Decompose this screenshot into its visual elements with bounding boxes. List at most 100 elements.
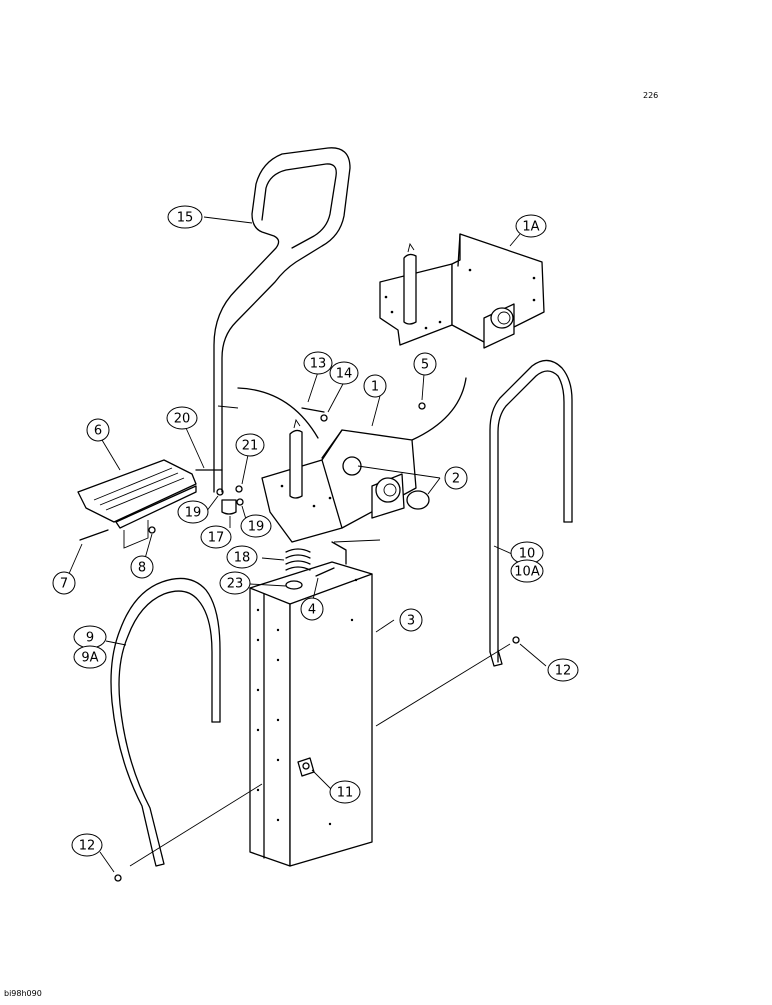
callout-9: 9 — [73, 625, 107, 649]
washer-part-23 — [285, 580, 303, 590]
callout-7: 7 — [52, 571, 76, 595]
callout-14: 14 — [329, 361, 359, 385]
callout-text: 11 — [337, 786, 354, 801]
callout-10A: 10A — [510, 559, 544, 583]
callout-12b: 12 — [71, 833, 103, 857]
callout-text: 10A — [514, 565, 540, 580]
callout-bubble — [130, 555, 154, 579]
bolt-part-13 — [301, 407, 325, 413]
callout-bubble — [167, 205, 203, 229]
callout-bubble — [300, 597, 324, 621]
wire-right — [411, 377, 467, 441]
callout-bubble — [226, 545, 258, 569]
wire-left — [237, 387, 319, 439]
callout-text: 14 — [336, 367, 353, 382]
callout-13: 13 — [303, 351, 333, 375]
callout-2: 2 — [444, 466, 468, 490]
callout-bubble — [329, 780, 361, 804]
callout-text: 12 — [79, 839, 96, 854]
callout-19a: 19 — [177, 500, 209, 524]
callout-text: 23 — [227, 577, 244, 592]
callout-text: 5 — [421, 358, 429, 373]
callout-text: 13 — [310, 357, 327, 372]
callout-text: 7 — [60, 577, 68, 592]
bolt-part-4 — [315, 567, 335, 577]
callout-text: 12 — [555, 664, 572, 679]
cap-part-2 — [342, 456, 430, 510]
callout-bubble — [166, 406, 198, 430]
bushing-part-17 — [221, 499, 237, 515]
callout-text: 15 — [177, 211, 194, 226]
callout-text: 18 — [234, 551, 251, 566]
callout-10: 10 — [510, 541, 544, 565]
callout-bubble — [510, 559, 544, 583]
callout-bubble — [399, 608, 423, 632]
callout-bubble — [363, 374, 387, 398]
callout-bubble — [515, 214, 547, 238]
grab-handle-part-15 — [213, 147, 351, 493]
callout-bubble — [235, 433, 265, 457]
callout-1: 1 — [363, 374, 387, 398]
spring-part-18 — [285, 548, 311, 571]
callout-text: 4 — [308, 603, 316, 618]
callout-6: 6 — [86, 418, 110, 442]
callout-text: 17 — [208, 531, 225, 546]
hardware — [79, 402, 520, 882]
callout-bubble — [200, 525, 232, 549]
callout-5: 5 — [413, 352, 437, 376]
callout-bubble — [219, 571, 251, 595]
callout-text: 10 — [519, 547, 536, 562]
left-rail-part-9 — [110, 577, 221, 867]
callout-17: 17 — [200, 525, 232, 549]
callout-text: 8 — [138, 561, 146, 576]
washer-part-19a — [216, 488, 224, 496]
drawing-code-top: 226 — [643, 91, 658, 100]
callout-20: 20 — [166, 406, 198, 430]
callout-text: 1 — [371, 380, 379, 395]
callout-bubble — [240, 514, 272, 538]
callout-text: 20 — [174, 412, 191, 427]
callout-bubble — [86, 418, 110, 442]
callout-text: 2 — [452, 472, 460, 487]
callout-1A: 1A — [515, 214, 547, 238]
callout-text: 9 — [86, 631, 94, 646]
assembly-lines — [129, 405, 511, 867]
drawing-code-corner: bi98h090 — [4, 989, 42, 998]
callout-19b: 19 — [240, 514, 272, 538]
callout-11: 11 — [329, 780, 361, 804]
washer-part-14 — [320, 414, 328, 422]
callout-bubble — [329, 361, 359, 385]
callout-text: 9A — [81, 651, 98, 666]
bolt-part-7 — [79, 529, 109, 541]
callout-4: 4 — [300, 597, 324, 621]
washer-part-19b — [236, 498, 244, 506]
callout-bubble — [413, 352, 437, 376]
callout-8: 8 — [130, 555, 154, 579]
callout-21: 21 — [235, 433, 265, 457]
callout-18: 18 — [226, 545, 258, 569]
column-holes — [256, 578, 358, 826]
callout-text: 21 — [242, 439, 259, 454]
callout-bubble — [71, 833, 103, 857]
nut-part-8 — [148, 526, 156, 534]
callout-bubble — [177, 500, 209, 524]
callout-bubble — [444, 466, 468, 490]
nut-part-21 — [235, 485, 243, 493]
callout-bubble — [547, 658, 579, 682]
nut-part-5 — [418, 402, 426, 410]
callout-text: 6 — [94, 424, 102, 439]
leader-lines — [67, 216, 547, 873]
callout-23: 23 — [219, 571, 251, 595]
nut-part-12b — [114, 874, 122, 882]
callout-9A: 9A — [73, 645, 107, 669]
callout-text: 19 — [185, 506, 202, 521]
main-column-part-3 — [249, 541, 373, 867]
step-part-6 — [77, 459, 197, 549]
callout-bubble — [303, 351, 333, 375]
nut-part-12a — [512, 636, 520, 644]
callout-bubble — [73, 645, 107, 669]
callout-text: 1A — [522, 220, 539, 235]
